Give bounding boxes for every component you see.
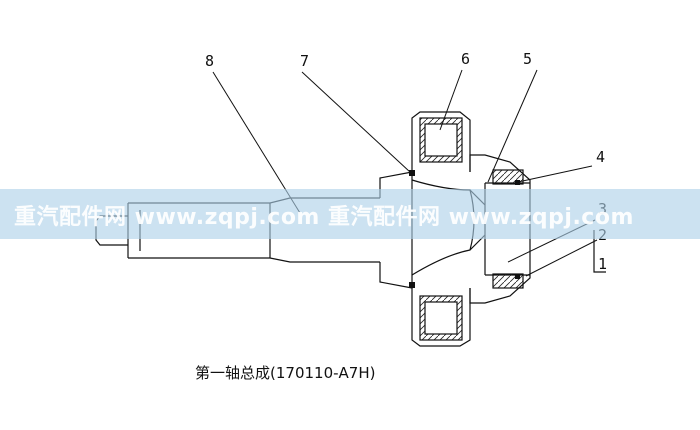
snap-ring-bottom	[409, 282, 415, 288]
gear-tooth-bottom	[424, 301, 458, 335]
flange-bracket	[593, 230, 606, 273]
callout-6: 6	[461, 50, 471, 68]
watermark-banner: 重汽配件网 www.zqpj.com 重汽配件网 www.zqpj.com	[0, 189, 700, 239]
callout-1: 1	[598, 255, 608, 273]
callout-8: 8	[205, 52, 215, 70]
snap-ring-top	[409, 170, 415, 176]
leader-7	[301, 71, 411, 173]
gear-tooth-top	[424, 123, 458, 157]
leader-2	[525, 239, 598, 277]
retainer-top	[515, 180, 520, 185]
callout-7: 7	[300, 52, 310, 70]
gear-outline	[411, 111, 471, 347]
callout-4: 4	[596, 148, 606, 166]
drawing-caption: 第一轴总成(170110-A7H)	[195, 364, 376, 382]
retainer-bottom	[515, 274, 520, 279]
leader-5	[487, 69, 538, 183]
leader-4	[517, 165, 593, 183]
leader-6	[439, 69, 463, 131]
watermark-text: 重汽配件网 www.zqpj.com 重汽配件网 www.zqpj.com	[14, 205, 634, 230]
callout-5: 5	[523, 50, 533, 68]
